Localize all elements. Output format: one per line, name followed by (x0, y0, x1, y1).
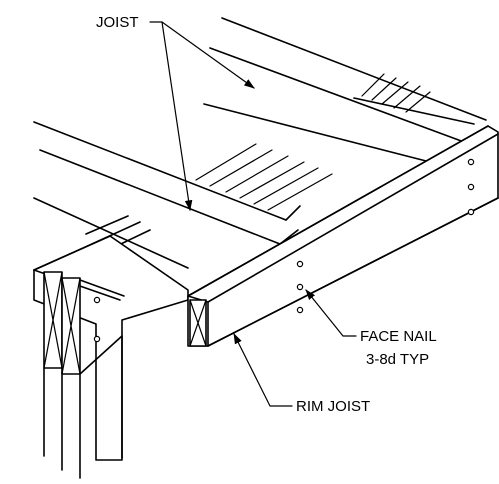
face-nail-spec-label: 3-8d TYP (366, 351, 429, 368)
middle-joist (33, 121, 333, 245)
face-nail-icon (296, 306, 304, 314)
rim-joist-label: RIM JOIST (296, 398, 370, 415)
face-nail-icon (296, 283, 304, 291)
face-nail-icon (467, 208, 475, 216)
rim-joist (187, 125, 499, 347)
face-nail-icon (467, 183, 475, 191)
support-beam (33, 235, 189, 479)
face-nail-icon (296, 260, 304, 268)
joist-label: JOIST (96, 14, 139, 31)
face-nail-icon (467, 158, 475, 166)
face-nail-label: FACE NAIL (360, 328, 437, 345)
back-joist (203, 17, 487, 163)
leaders (149, 21, 357, 407)
